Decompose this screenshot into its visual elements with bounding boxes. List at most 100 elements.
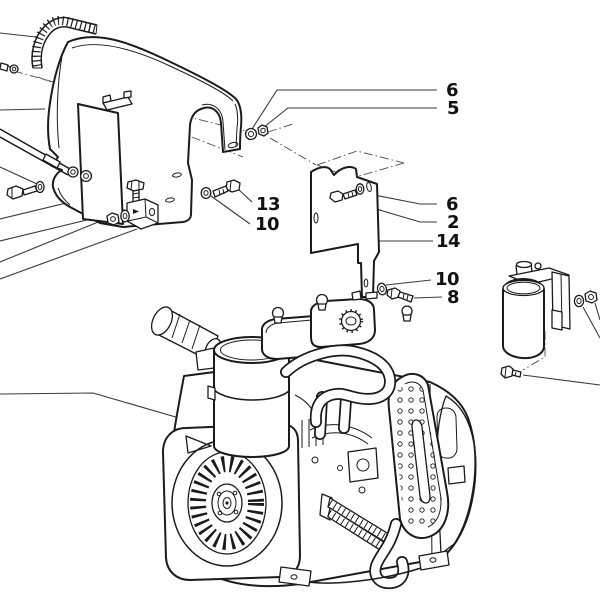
bracket-tab — [551, 309, 563, 331]
bolt-shaft — [212, 185, 229, 198]
manifold-fill — [281, 346, 395, 427]
hub-bolt — [232, 490, 238, 496]
bolt-threads — [514, 371, 517, 377]
fan-hub-ring — [217, 490, 237, 516]
bolt-shaft — [342, 189, 358, 200]
pump-port — [356, 458, 370, 472]
top-clip — [351, 290, 362, 301]
bolt-shaft — [22, 185, 38, 196]
washer-upper — [244, 127, 258, 141]
callout-8: 8 — [447, 287, 459, 308]
mounting-plate-group — [310, 166, 414, 303]
shield-slot — [172, 172, 182, 178]
shroud-plate — [447, 465, 466, 485]
bolt-head — [329, 190, 344, 203]
leader-line-13 — [237, 188, 253, 203]
washer-hole — [83, 173, 89, 179]
bracket-arrow-mark — [133, 209, 139, 214]
starter-ribs — [171, 313, 201, 350]
trim-outer-edge — [31, 16, 98, 69]
rubber-edge-trim — [31, 16, 98, 69]
washer-hole — [576, 297, 582, 305]
callout-10b: 10 — [435, 269, 459, 290]
canister-bolt — [500, 365, 522, 379]
bolt-threads — [218, 188, 225, 196]
washer-ring — [355, 183, 365, 195]
leader-line — [0, 32, 37, 38]
shield-right-fold — [234, 103, 239, 148]
leader-line — [0, 108, 46, 111]
callout-6b: 6 — [446, 194, 458, 215]
foot-hole — [290, 574, 298, 580]
shield-assembly — [0, 16, 269, 230]
plate-slot — [313, 212, 319, 224]
bolt-head-facet — [390, 288, 393, 299]
shield-left-fold — [56, 55, 63, 149]
block-bolt — [358, 486, 366, 494]
exhaust-pipe — [369, 518, 410, 590]
heat-shield-slot — [411, 419, 431, 504]
washer-ring — [200, 186, 212, 200]
bolt-shaft — [511, 369, 522, 378]
leader-line-10 — [210, 195, 251, 225]
exhaust-pipe-fill — [371, 519, 408, 588]
bolt-shaft — [397, 291, 414, 303]
washer-ring — [67, 166, 79, 178]
mounting-foot — [418, 550, 450, 571]
clip-body — [102, 96, 133, 111]
leader-line — [582, 306, 600, 339]
mounting-foot — [278, 566, 312, 587]
nut-hole — [11, 66, 17, 72]
fan-hub-center — [222, 497, 232, 509]
leader-line-6b — [363, 192, 437, 205]
mounting-plate — [310, 166, 380, 298]
bolt-head — [0, 62, 9, 72]
washer-ring — [244, 127, 258, 141]
starter-motor — [150, 306, 222, 371]
hub-bolt — [216, 491, 222, 497]
fitting-cap — [515, 260, 533, 269]
bolt-threads — [402, 293, 409, 301]
nut-hole — [260, 127, 266, 134]
nut-hole — [110, 216, 116, 222]
callout-6: 6 — [446, 80, 458, 101]
base-rails — [319, 493, 393, 556]
leader-line-engine — [0, 392, 187, 421]
shield-arch-fold — [201, 103, 226, 151]
leader-line-10b — [385, 279, 432, 286]
air-filter-band — [213, 389, 290, 401]
nut-hole — [588, 294, 594, 300]
washer-hole — [379, 285, 385, 293]
heat-shield-fold — [404, 381, 442, 528]
air-filter-clamp — [207, 385, 216, 401]
leader-line — [0, 228, 138, 280]
block-bolt — [311, 456, 319, 464]
leader-line-8 — [413, 296, 443, 299]
clip-tab — [123, 90, 132, 99]
washer-ring — [35, 180, 45, 194]
canister-assembly — [500, 260, 598, 379]
fitting-knob — [534, 262, 542, 270]
washer-hole — [37, 183, 43, 191]
exhaust-manifold — [280, 344, 397, 440]
bracket-folds — [127, 198, 159, 224]
bolt-plate — [329, 189, 358, 203]
fan-blades — [190, 456, 264, 550]
shroud-handle-slot — [436, 407, 458, 459]
washer-hole — [248, 131, 254, 137]
injection-pump — [347, 447, 379, 483]
shroud-vent — [185, 435, 212, 454]
lifting-eye-base — [273, 316, 283, 324]
nut-body — [106, 212, 120, 226]
starter-end-cap — [150, 306, 174, 336]
washer-hole — [203, 190, 209, 196]
callout-14: 14 — [436, 231, 460, 252]
callout-13: 13 — [256, 194, 280, 215]
shield-slot — [165, 197, 175, 203]
base-edge — [308, 567, 422, 584]
leader-line — [0, 166, 38, 185]
washer-hole — [357, 186, 363, 192]
cylinder-fins — [301, 417, 324, 448]
retainer-clip — [102, 90, 133, 111]
